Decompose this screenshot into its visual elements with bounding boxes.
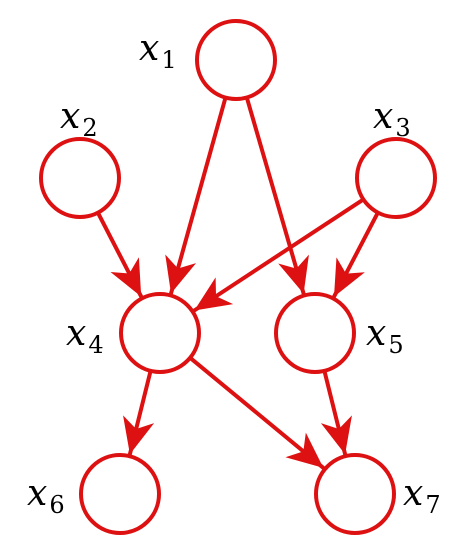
node-label-x2: x2: [60, 96, 98, 142]
node-label-subscript: 3: [395, 114, 410, 142]
edge-x4-x7: [188, 355, 326, 470]
edge-x1-x5: [244, 95, 309, 296]
node-x3: [355, 137, 437, 219]
node-x6: [79, 453, 161, 535]
node-label-base: x: [139, 28, 159, 69]
edge-x2-x4: [95, 210, 144, 299]
node-x4: [119, 292, 201, 374]
node-label-base: x: [403, 473, 423, 514]
node-label-base: x: [66, 313, 86, 354]
node-label-x7: x7: [403, 473, 441, 519]
node-label-subscript: 6: [49, 491, 64, 519]
node-x1: [195, 19, 277, 101]
node-label-subscript: 2: [82, 114, 97, 142]
edges-layer: [95, 95, 380, 470]
node-label-base: x: [373, 96, 393, 137]
node-label-base: x: [60, 96, 80, 137]
node-label-subscript: 4: [88, 331, 103, 359]
node-label-x5: x5: [366, 313, 404, 359]
node-x5: [274, 292, 356, 374]
node-label-base: x: [27, 473, 47, 514]
node-label-x6: x6: [27, 473, 65, 519]
node-x2: [39, 137, 121, 219]
node-label-subscript: 7: [425, 491, 440, 519]
edge-x3-x4: [192, 197, 366, 313]
edge-x1-x4: [165, 95, 228, 296]
node-label-x1: x1: [139, 28, 177, 74]
nodes-layer: [39, 19, 437, 535]
edge-x3-x5: [332, 210, 380, 299]
edge-x5-x7: [320, 368, 352, 457]
node-label-subscript: 5: [388, 331, 403, 359]
node-label-base: x: [366, 313, 386, 354]
node-label-x4: x4: [66, 313, 104, 359]
edge-x4-x6: [123, 368, 155, 457]
node-label-subscript: 1: [161, 46, 176, 74]
node-label-x3: x3: [373, 96, 411, 142]
node-x7: [314, 453, 396, 535]
